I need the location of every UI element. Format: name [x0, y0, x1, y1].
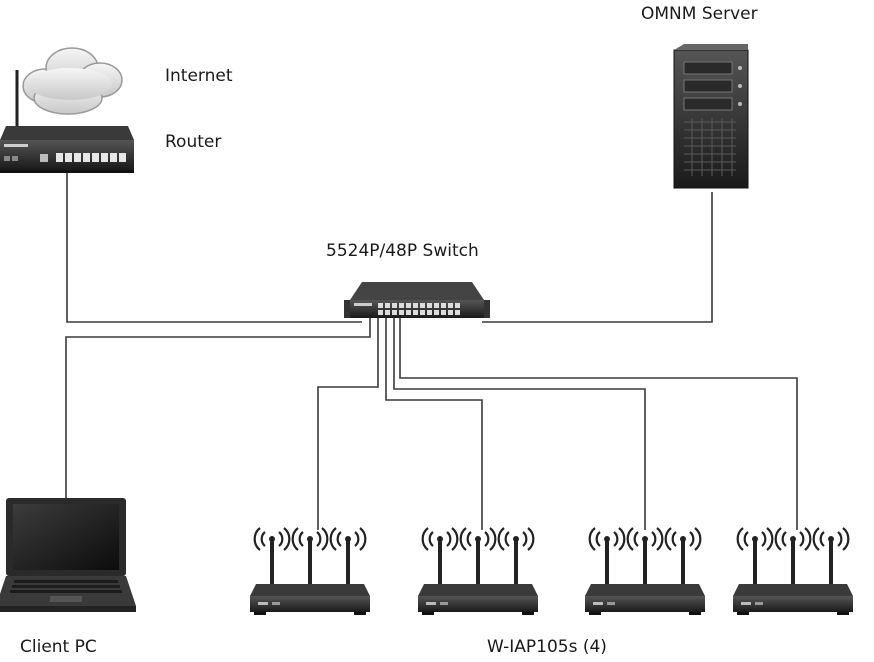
server-link [482, 192, 713, 323]
router-label: Router [165, 132, 222, 152]
wireless-access-point-icon [248, 526, 372, 617]
ap1-link [317, 318, 379, 530]
switch-label: 5524P/48P Switch [326, 241, 479, 261]
access-points-label: W-IAP105s (4) [487, 637, 607, 657]
pc-link [65, 318, 371, 498]
laptop-icon [0, 498, 136, 612]
connection-lines [65, 172, 798, 530]
wireless-access-point-icon [583, 526, 707, 617]
ap2-link [385, 318, 483, 530]
cloud-icon [15, 47, 123, 128]
network-switch-icon [344, 282, 490, 318]
ap3-link [393, 318, 646, 530]
server-tower-icon [673, 44, 749, 189]
ap4-link [399, 318, 798, 530]
server-label: OMNM Server [641, 4, 758, 24]
wireless-access-point-icon [416, 526, 540, 617]
internet-label: Internet [165, 66, 233, 86]
router-icon [0, 126, 134, 173]
client-pc-label: Client PC [20, 637, 97, 657]
router-link [66, 172, 362, 323]
wireless-access-point-icon [731, 526, 855, 617]
